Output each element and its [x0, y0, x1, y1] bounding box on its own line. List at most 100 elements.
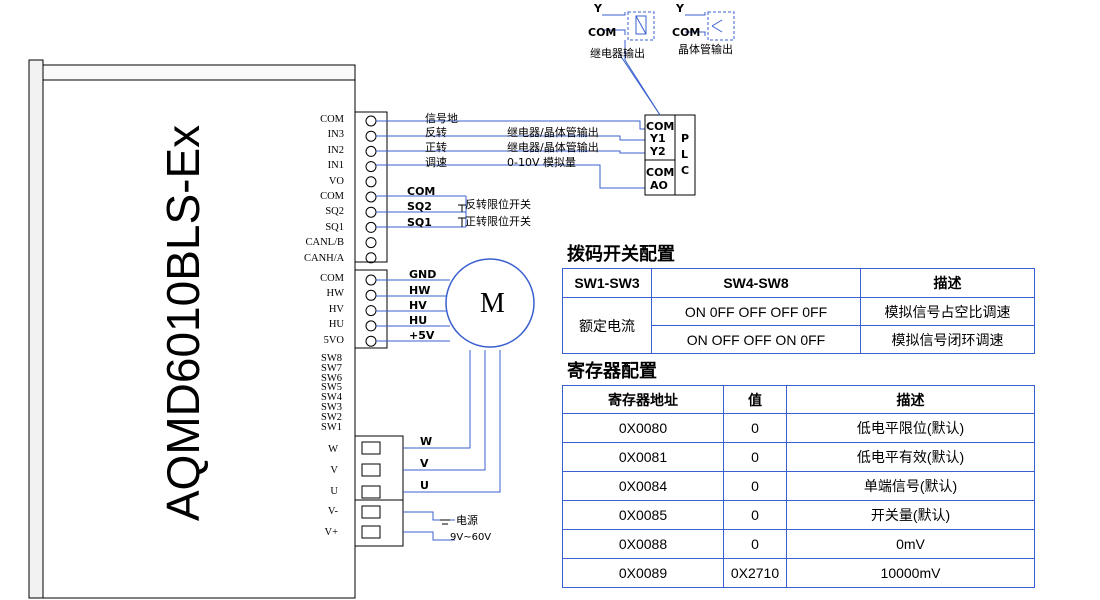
terminal-screw [365, 320, 377, 332]
reg-addr: 0X0085 [562, 500, 724, 530]
plc-terminal-y2: Y2 [650, 145, 666, 158]
dip-header-desc: 描述 [860, 268, 1035, 298]
plc-letter-p: P [681, 132, 690, 145]
pin-label: W [328, 444, 338, 455]
register-config-title: 寄存器配置 [567, 361, 657, 382]
reg-desc: 单端信号(默认) [786, 471, 1035, 501]
pin-label: HW [326, 288, 345, 300]
hv-label: HV [409, 299, 427, 312]
pin-label: SW1 [321, 421, 342, 433]
reg-value: 0X2710 [723, 558, 787, 588]
reg-desc: 0mV [786, 529, 1035, 559]
legend-com-transistor: COM [672, 26, 701, 39]
terminal-block-hall [354, 269, 388, 349]
terminal-screw [365, 252, 377, 264]
limit-switch-symbols [458, 204, 466, 227]
sq2-label: SQ2 [407, 200, 432, 213]
hu-label: HU [409, 314, 428, 327]
reg-value: 0 [723, 500, 787, 530]
pin-label: 5VO [323, 334, 344, 346]
dip-config-table: SW1-SW3 SW4-SW8 描述 额定电流 ON 0FF OFF OFF 0… [562, 268, 1035, 354]
plc-terminal-com1: COM [646, 120, 675, 133]
plc-terminal-com2: COM [646, 166, 675, 179]
pin-label: IN2 [327, 144, 344, 156]
pin-label: V [330, 464, 338, 476]
table-row: 0X0088 0 0mV [562, 529, 1035, 559]
forward-label: 正转 [425, 141, 447, 154]
terminal-block-power [354, 435, 404, 547]
hw-label: HW [409, 284, 431, 297]
reg-addr: 0X0089 [562, 558, 724, 588]
terminal-screw [365, 305, 377, 317]
pin-label: HU [328, 319, 344, 331]
terminal-screw [365, 145, 377, 157]
pin-label: SW7 [321, 362, 342, 374]
terminal-screws-hall [365, 274, 377, 347]
reg-addr: 0X0084 [562, 471, 724, 501]
reg-header-addr: 寄存器地址 [562, 385, 724, 414]
terminal-block-control [354, 111, 388, 263]
u-label: U [420, 479, 429, 492]
reg-value: 0 [723, 413, 787, 443]
gnd-label: GND [409, 268, 437, 281]
signal-ground-label: 信号地 [425, 112, 458, 125]
pin-label: SW6 [321, 372, 342, 384]
hall-wires [376, 279, 450, 342]
motor-circle [445, 258, 535, 348]
speed-label: 调速 [425, 156, 447, 169]
terminal-screw [365, 335, 377, 347]
limit-com-label: COM [407, 185, 436, 198]
dip-row-sw: ON 0FF OFF OFF 0FF [651, 297, 861, 326]
reg-desc: 低电平有效(默认) [786, 442, 1035, 472]
reverse-limit-label: 反转限位开关 [465, 198, 531, 211]
pin-label: IN3 [327, 129, 344, 141]
dip-header-sw4-8: SW4-SW8 [651, 268, 861, 298]
pin-label: COM [320, 273, 344, 284]
legend-transistor-output: 晶体管输出 [678, 43, 733, 56]
table-row: 0X0085 0 开关量(默认) [562, 500, 1035, 530]
reg-desc: 10000mV [786, 558, 1035, 588]
plc-top-wires [619, 40, 661, 116]
pin-label: COM [320, 191, 344, 202]
pin-label: VO [328, 175, 344, 187]
reg-value: 0 [723, 529, 787, 559]
legend-transistor-symbol [685, 11, 735, 41]
legend-y-relay: Y [594, 2, 602, 15]
terminal-screw [365, 115, 377, 127]
analog-label: 0-10V 模拟量 [507, 156, 576, 169]
v-label: V [420, 457, 429, 470]
terminal-screw [365, 274, 377, 286]
sq1-label: SQ1 [407, 216, 432, 229]
terminal-screw [365, 221, 377, 233]
w-label: W [420, 435, 433, 448]
pin-label: SW5 [321, 382, 342, 394]
terminal-screw [365, 289, 377, 301]
pin-label: SW8 [321, 353, 342, 364]
pin-label: U [330, 485, 338, 497]
power-label: 电源 [456, 514, 478, 527]
reg-value: 0 [723, 471, 787, 501]
pin-label: SQ2 [325, 206, 344, 218]
reg-desc: 低电平限位(默认) [786, 413, 1035, 443]
table-row: 0X0081 0 低电平有效(默认) [562, 442, 1035, 472]
pin-label: SW3 [321, 402, 342, 413]
pin-label: COM [320, 114, 344, 125]
relay-transistor-output-label-1: 继电器/晶体管输出 [507, 126, 599, 139]
dip-row-sw: ON OFF OFF ON 0FF [651, 325, 861, 354]
reg-addr: 0X0081 [562, 442, 724, 472]
dip-row-desc: 模拟信号占空比调速 [860, 297, 1035, 326]
pin-label: SW2 [321, 411, 342, 423]
legend-relay-output: 继电器输出 [590, 47, 645, 60]
dip-config-title: 拨码开关配置 [567, 244, 675, 265]
legend-relay-symbol [602, 11, 655, 41]
terminal-screws-control [365, 115, 377, 264]
reg-desc: 开关量(默认) [786, 500, 1035, 530]
pin-label: HV [328, 303, 344, 315]
pin-label: SQ1 [325, 221, 344, 233]
reg-addr: 0X0088 [562, 529, 724, 559]
legend-com-relay: COM [588, 26, 617, 39]
terminal-screw [365, 191, 377, 203]
battery-symbol [440, 519, 450, 525]
plc-letter-c: C [681, 164, 690, 177]
